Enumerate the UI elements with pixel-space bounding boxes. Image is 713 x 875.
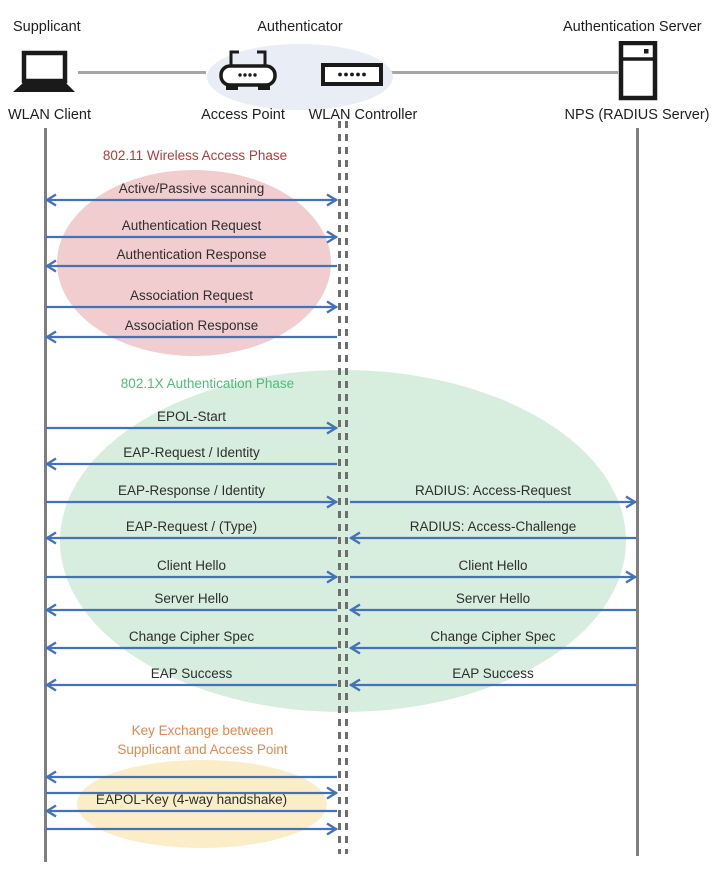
message-arrow-right: [349, 495, 638, 509]
message-label: EAP-Request / Identity: [123, 445, 260, 460]
lifeline-authenticator-left: [338, 121, 341, 854]
role-supplicant: Supplicant: [13, 19, 81, 35]
access-point-icon: [218, 48, 278, 92]
label-wlan-controller: WLAN Controller: [308, 107, 418, 123]
message-arrow-left: [44, 641, 338, 655]
message-arrow-right: [45, 822, 339, 836]
role-authentication-server: Authentication Server: [563, 19, 702, 35]
message-label: Active/Passive scanning: [118, 181, 265, 196]
message-arrow-left: [348, 678, 637, 692]
label-wlan-client: WLAN Client: [8, 107, 91, 123]
message-label: Client Hello: [156, 558, 227, 573]
message-label: EAP-Request / (Type): [125, 519, 258, 534]
connector-line: [78, 71, 206, 74]
message-arrow-left: [44, 330, 338, 344]
message-arrow-right: [45, 570, 339, 584]
lifeline-wlan-client: [44, 128, 47, 862]
message-arrow-right: [349, 570, 638, 584]
message-arrow-left: [348, 531, 637, 545]
message-arrow-right: [45, 786, 339, 800]
message-arrow-left: [44, 804, 338, 818]
connector-line: [389, 71, 618, 74]
message-arrow-right: [45, 495, 339, 509]
message-label: Client Hello: [458, 558, 528, 573]
message-arrow-left: [348, 603, 637, 617]
message-label: RADIUS: Access-Request: [414, 483, 572, 498]
message-arrow-left: [44, 770, 338, 784]
message-label: Authentication Response: [116, 247, 267, 262]
lifeline-radius-server: [636, 128, 639, 856]
label-access-point: Access Point: [201, 107, 285, 123]
message-label: EAP Success: [150, 666, 233, 681]
laptop-icon: [12, 50, 76, 96]
message-label: Server Hello: [455, 591, 531, 606]
message-arrow-right: [45, 300, 339, 314]
message-label: Association Request: [129, 288, 254, 303]
wlan-controller-icon: [321, 63, 383, 87]
message-label: EPOL-Start: [156, 409, 227, 424]
message-label: Authentication Request: [121, 218, 262, 233]
message-arrow-right: [45, 230, 339, 244]
phase3-title-line2: Supplicant and Access Point: [117, 742, 288, 757]
message-label: EAP Success: [452, 666, 534, 681]
phase2-title: 802.1X Authentication Phase: [120, 376, 295, 391]
message-label: Change Cipher Spec: [430, 629, 556, 644]
message-label: EAP-Response / Identity: [117, 483, 266, 498]
phase3-title-line1: Key Exchange between: [131, 723, 274, 738]
message-arrow-left: [44, 603, 338, 617]
message-label: Change Cipher Spec: [128, 629, 255, 644]
server-icon: [618, 40, 658, 101]
message-arrow-both: [44, 193, 339, 207]
lifeline-authenticator-right: [345, 121, 348, 854]
phase1-title: 802.11 Wireless Access Phase: [102, 148, 288, 163]
message-label: Server Hello: [154, 591, 229, 606]
role-authenticator: Authenticator: [257, 19, 343, 35]
message-label: Association Response: [124, 318, 259, 333]
phase3-key-exchange-ellipse: [77, 760, 327, 848]
message-arrow-left: [44, 457, 338, 471]
message-arrow-right: [45, 421, 339, 435]
message-label: RADIUS: Access-Challenge: [409, 519, 577, 534]
message-label: EAPOL-Key (4-way handshake): [95, 792, 288, 807]
message-arrow-left: [44, 531, 338, 545]
message-arrow-left: [348, 641, 637, 655]
message-arrow-left: [44, 678, 338, 692]
label-nps-radius-server: NPS (RADIUS Server): [564, 107, 710, 123]
phase3-title: Key Exchange between Supplicant and Acce…: [65, 721, 340, 759]
message-arrow-left: [44, 259, 338, 273]
